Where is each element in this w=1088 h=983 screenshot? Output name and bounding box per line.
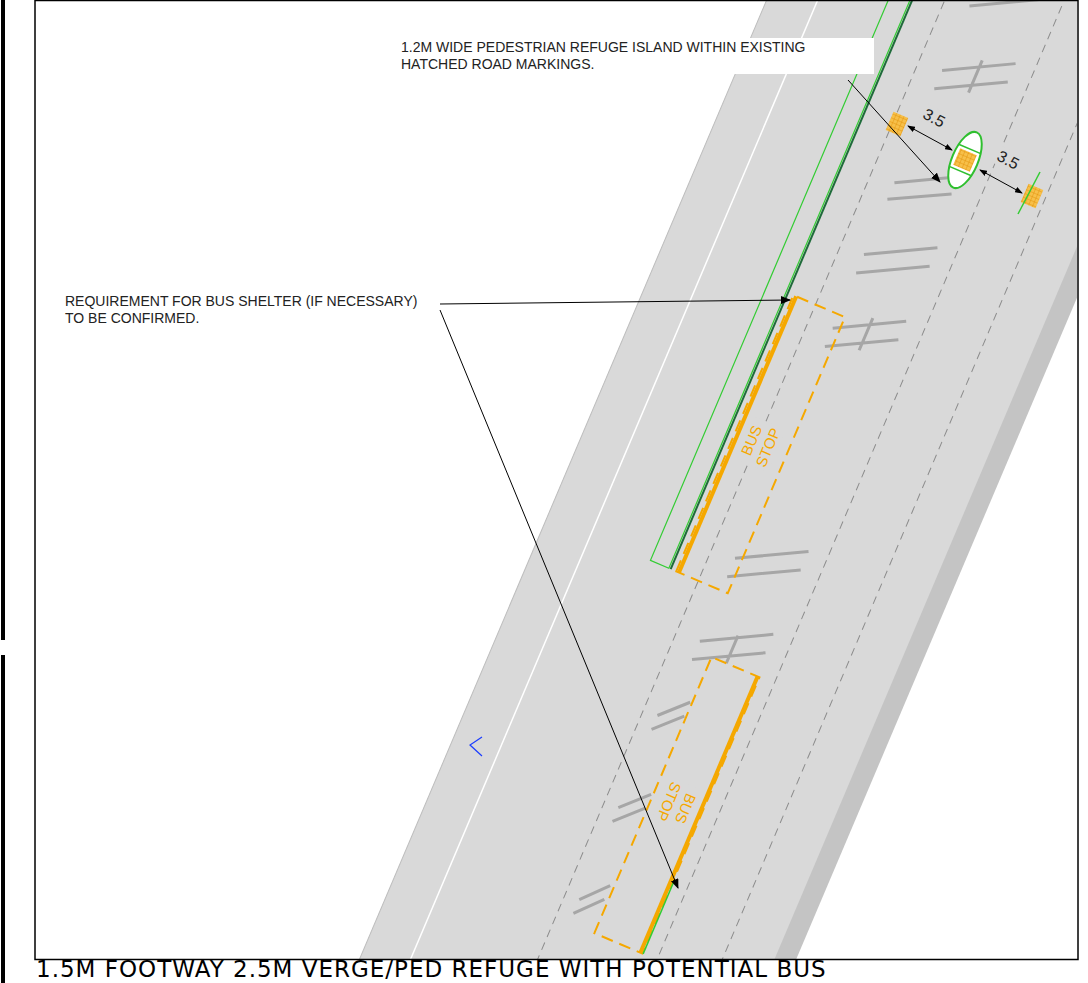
callout-note: REQUIREMENT FOR BUS SHELTER (IF NECESSAR…	[62, 292, 438, 328]
drawing-title: 1.5M FOOTWAY 2.5M VERGE/PED REFUGE WITH …	[36, 957, 827, 982]
callout-note: 1.2M WIDE PEDESTRIAN REFUGE ISLAND WITHI…	[398, 38, 874, 74]
